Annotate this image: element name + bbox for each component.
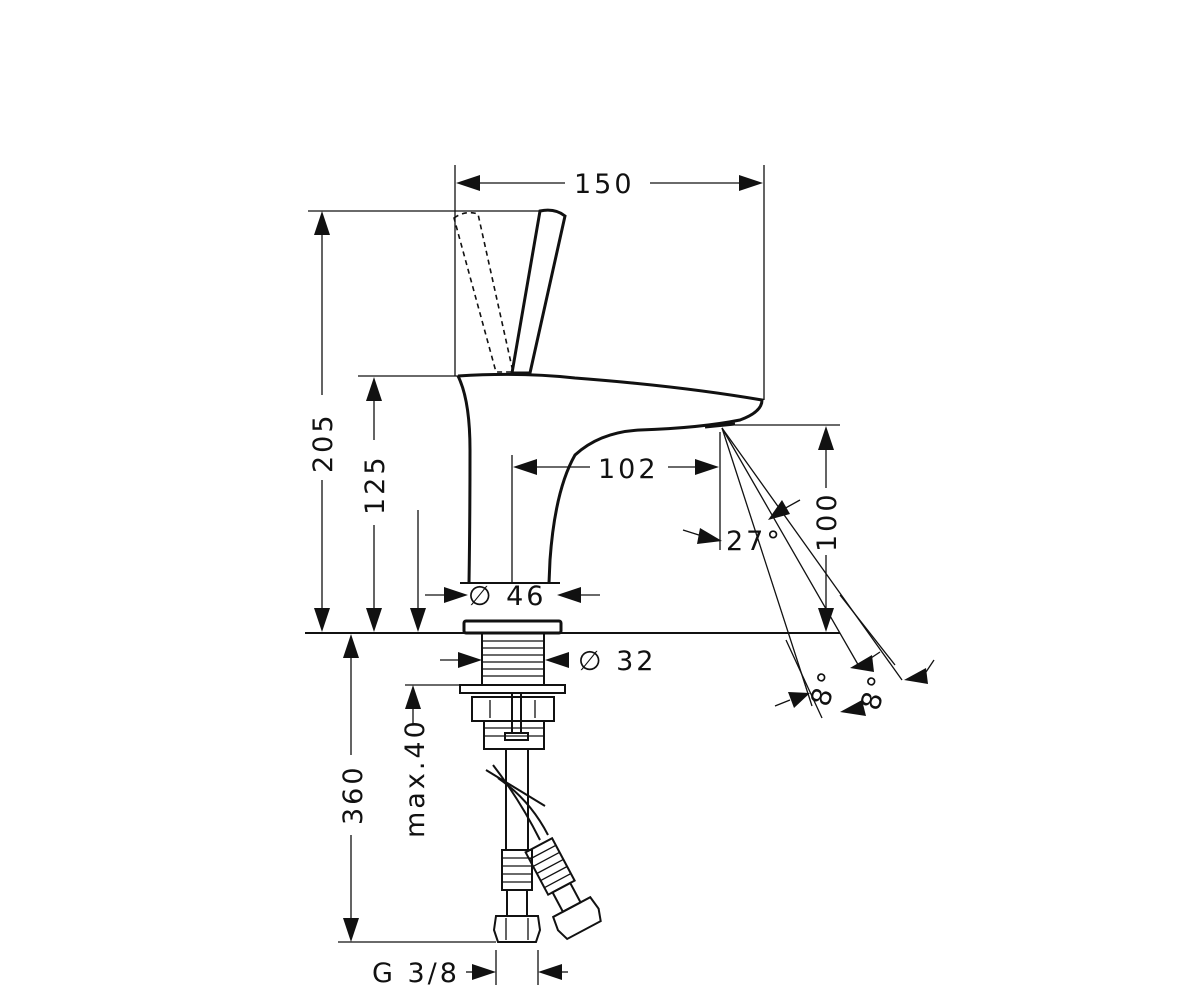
- dim-46-label: ∅ 46: [468, 581, 546, 612]
- dimension-360: 360: [338, 634, 369, 942]
- dim-8a-label: 8°: [805, 666, 846, 710]
- dim-100-label: 100: [812, 491, 843, 552]
- spout-aerator: [704, 422, 736, 429]
- hose-straight: [492, 749, 542, 943]
- dim-205-label: 205: [308, 412, 339, 473]
- reference-lines: [305, 165, 840, 985]
- dim-360-label: 360: [338, 764, 369, 825]
- dim-102-label: 102: [598, 454, 659, 485]
- dimension-150: 150: [456, 169, 763, 200]
- dim-32-label: ∅ 32: [578, 646, 656, 677]
- counter-marker: [410, 510, 426, 632]
- spray-lines: [721, 427, 903, 719]
- dimension-102: 102: [513, 454, 719, 485]
- dimension-205: 205: [308, 211, 339, 632]
- dim-8b-label: 8°: [855, 670, 896, 714]
- dimension-27-degree: 27°: [682, 499, 801, 557]
- dimension-8-degree-a: 8°: [774, 666, 866, 716]
- dim-27-label: 27°: [726, 526, 783, 557]
- lever-handle: [510, 208, 567, 375]
- dimension-diameter-46: ∅ 46: [425, 581, 600, 612]
- dimension-100: 100: [812, 426, 843, 632]
- dim-g38-label: G 3/8: [372, 958, 460, 989]
- hose-bent: [485, 764, 602, 941]
- lever-handle-alt-position: [453, 211, 514, 373]
- dim-150-label: 150: [574, 169, 635, 200]
- dimension-125: 125: [360, 377, 391, 632]
- dimension-max-40: max.40: [400, 685, 431, 838]
- dimension-g38: G 3/8: [372, 958, 568, 989]
- dimension-diameter-32: ∅ 32: [440, 646, 656, 677]
- dim-max40-label: max.40: [400, 718, 431, 838]
- shank: [459, 632, 566, 750]
- dim-125-label: 125: [360, 454, 391, 515]
